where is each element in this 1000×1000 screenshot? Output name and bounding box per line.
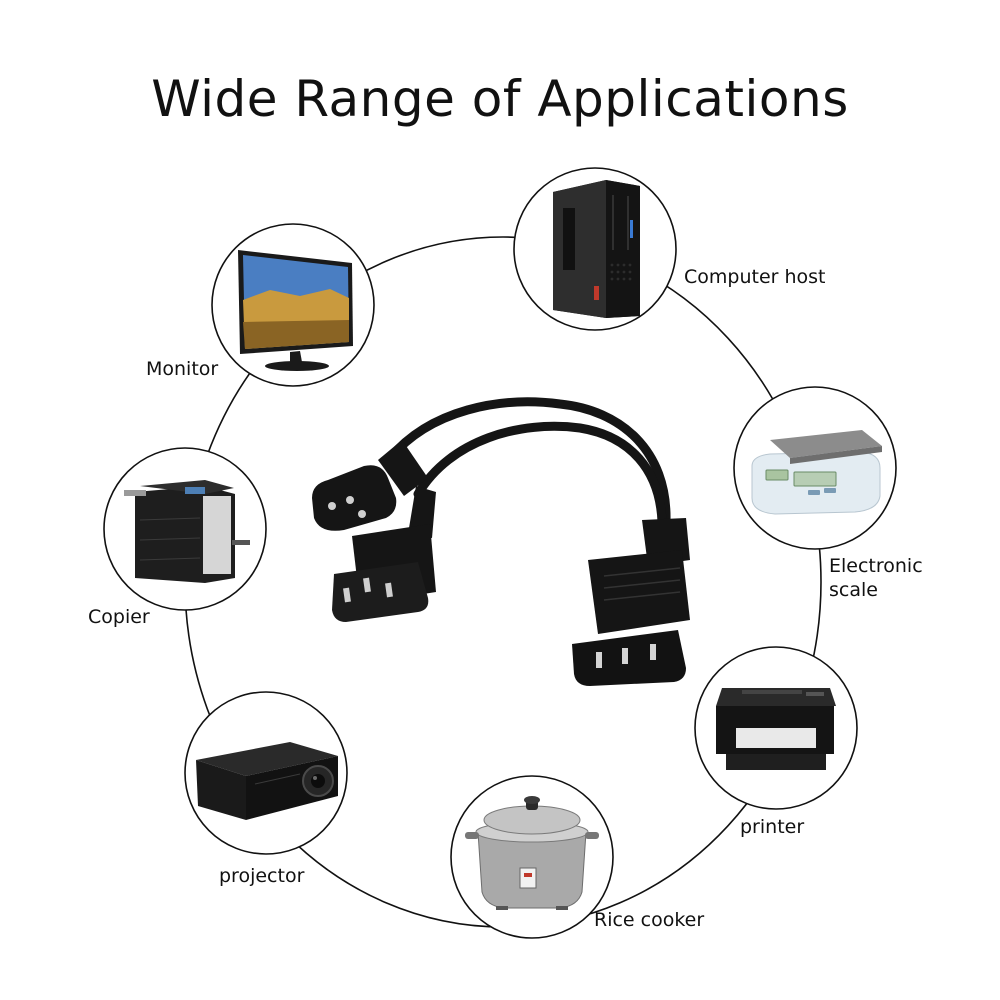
device-label-electronic-scale: Electronic scale — [829, 555, 923, 601]
device-label-computer-host: Computer host — [684, 266, 826, 288]
device-label-projector: projector — [219, 865, 305, 887]
computer-tower-icon — [513, 167, 677, 331]
scale-icon — [733, 386, 897, 550]
monitor-icon — [211, 223, 375, 387]
rice-cooker-icon — [450, 775, 614, 939]
printer-icon — [694, 646, 858, 810]
copier-icon — [103, 447, 267, 611]
page-title: Wide Range of Applications — [151, 70, 849, 128]
device-label-monitor: Monitor — [146, 358, 219, 380]
device-label-rice-cooker: Rice cooker — [594, 909, 705, 931]
projector-icon — [184, 691, 348, 855]
device-label-printer: printer — [740, 816, 805, 838]
device-label-copier: Copier — [88, 606, 150, 628]
y-splitter-power-cable-icon — [312, 397, 690, 686]
